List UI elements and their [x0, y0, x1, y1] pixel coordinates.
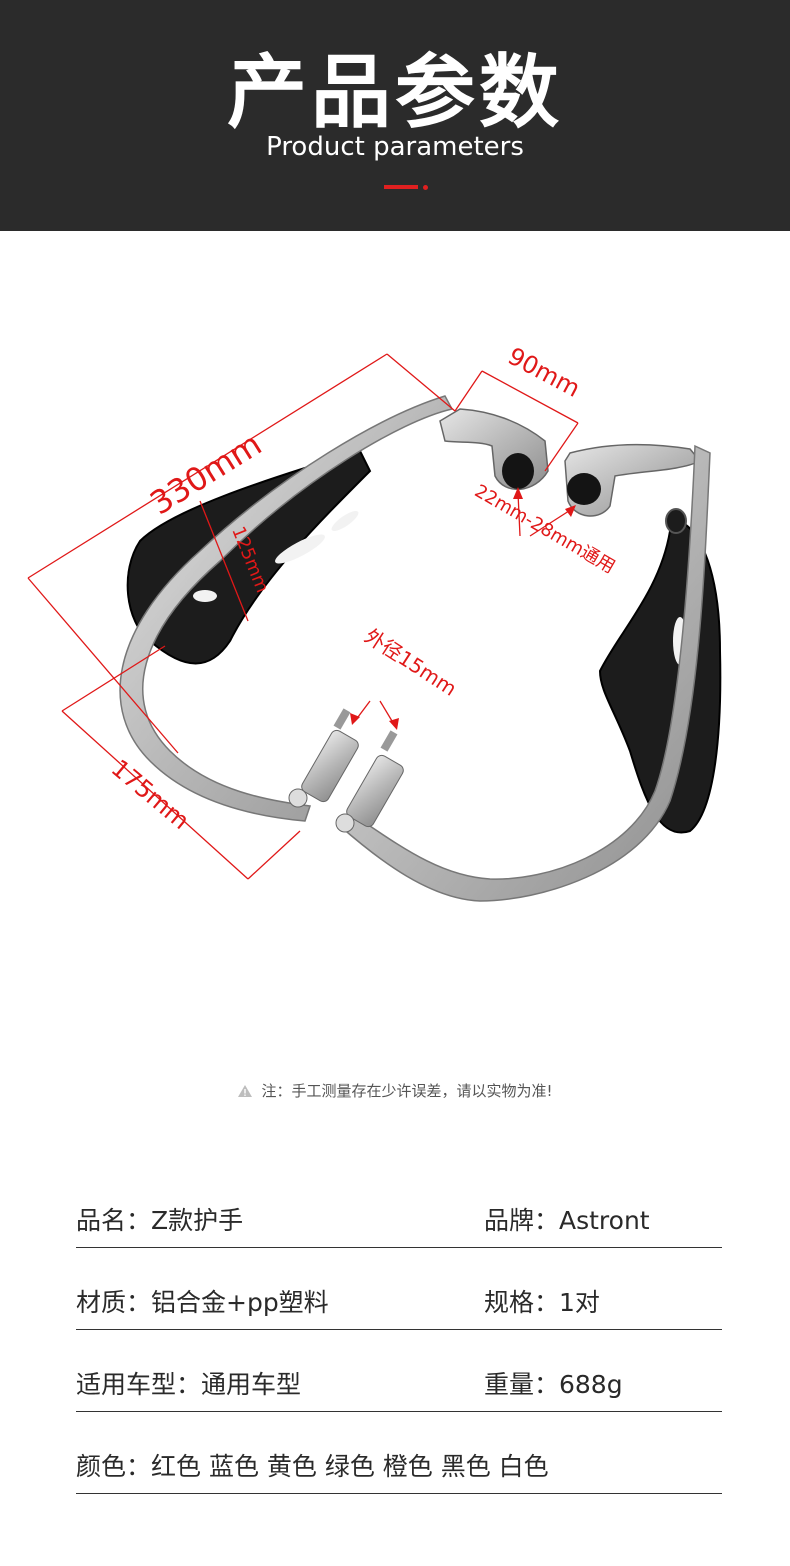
spec-material: 材质：铝合金+pp塑料	[76, 1288, 329, 1317]
spec-table: 品名：Z款护手 品牌：Astront 材质：铝合金+pp塑料 规格：1对 适用车…	[76, 1200, 722, 1494]
spec-row: 颜色：红色 蓝色 黄色 绿色 橙色 黑色 白色	[76, 1412, 722, 1494]
right-bar-end	[335, 730, 404, 833]
dim-diameter-label: 外径15mm	[360, 624, 461, 701]
product-illustration: 330mm 90mm 125mm 175mm 22mm-28mm通用 外径15m…	[27, 342, 722, 902]
spec-name: 品名：Z款护手	[76, 1206, 244, 1235]
left-bar-end	[288, 708, 359, 808]
spec-vehicle: 适用车型：通用车型	[76, 1370, 302, 1399]
left-metal-bar	[119, 395, 454, 822]
dimension-lines	[27, 353, 579, 880]
accent-line	[384, 185, 418, 189]
header-banner: 产品参数 Product parameters	[0, 0, 790, 231]
spec-row: 材质：铝合金+pp塑料 规格：1对	[76, 1248, 722, 1330]
spec-weight: 重量：688g	[484, 1370, 623, 1399]
dim-width-label: 90mm	[503, 342, 584, 403]
spec-colors: 颜色：红色 蓝色 黄色 绿色 橙色 黑色 白色	[76, 1452, 549, 1481]
measurement-note: 注：手工测量存在少许误差，请以实物为准!	[0, 1080, 790, 1101]
spec-row: 品名：Z款护手 品牌：Astront	[76, 1200, 722, 1248]
accent-dot	[423, 185, 428, 190]
spec-size: 规格：1对	[484, 1288, 600, 1317]
warning-icon	[238, 1085, 253, 1097]
spec-brand: 品牌：Astront	[484, 1206, 650, 1235]
page-title: 产品参数	[227, 46, 563, 139]
spec-row: 适用车型：通用车型 重量：688g	[76, 1330, 722, 1412]
page-subtitle: Product parameters	[266, 132, 524, 162]
note-text: 注：手工测量存在少许误差，请以实物为准!	[261, 1082, 553, 1100]
right-clamp	[564, 443, 702, 517]
